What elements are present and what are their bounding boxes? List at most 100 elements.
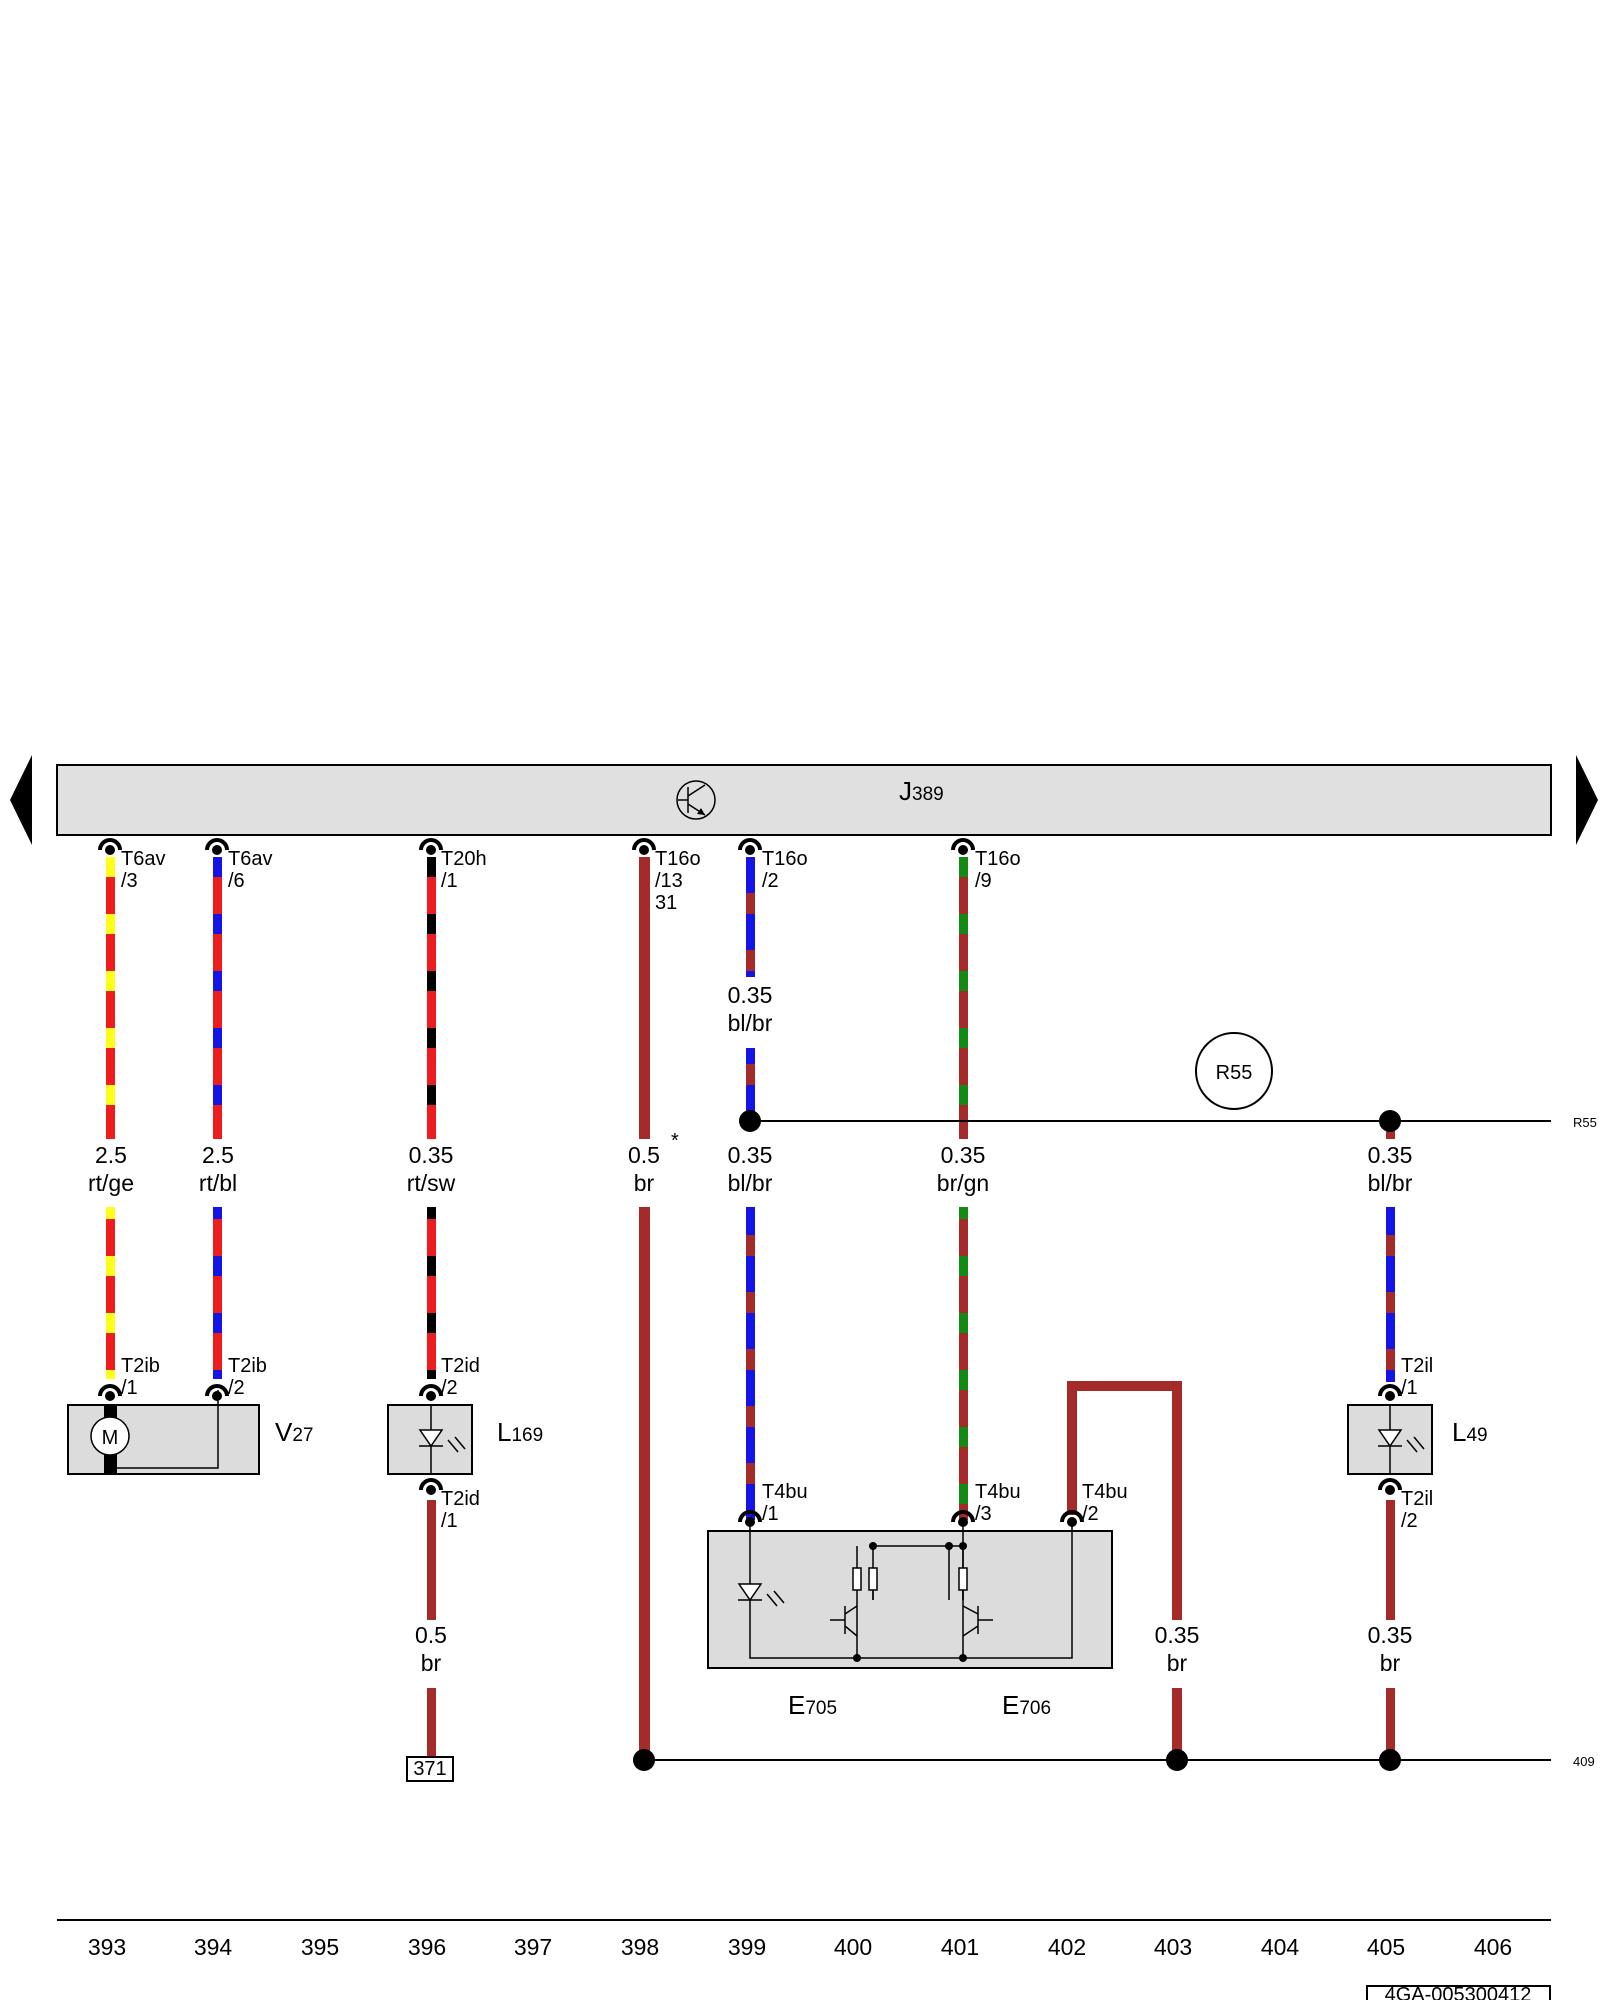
v27-label: V27	[275, 1417, 313, 1447]
column-number: 402	[1048, 1934, 1086, 1960]
wire-color: rt/sw	[407, 1170, 456, 1196]
connector-pin: /1	[441, 1510, 458, 1532]
wire-401-top	[959, 857, 968, 1139]
control-unit-j389	[56, 764, 1552, 836]
led-icon	[737, 1583, 785, 1607]
wire-size: 0.35	[1155, 1622, 1200, 1648]
wire-color: rt/bl	[199, 1170, 237, 1196]
connector-pin: /1	[1401, 1377, 1418, 1399]
wire-405-lower-a	[1386, 1500, 1395, 1620]
connector-symbol-icon	[98, 1384, 229, 1401]
wire-size: 0.35	[941, 1142, 986, 1168]
wire-color: br	[634, 1170, 655, 1196]
connector-label: T2il	[1401, 1488, 1433, 1510]
connector-label: T20h	[441, 848, 487, 870]
column-number: 403	[1154, 1934, 1192, 1960]
connector-label: T4bu	[975, 1481, 1021, 1503]
wire-399-mid	[746, 1048, 755, 1121]
connector-label: T2ib	[121, 1355, 160, 1377]
ground-dot-403	[1166, 1749, 1188, 1771]
column-number: 399	[728, 1934, 766, 1960]
wire-405-bottom	[1386, 1207, 1395, 1382]
column-number: 393	[88, 1934, 126, 1960]
column-number-row: 393 394 395 396 397 398 399 400 401 402 …	[88, 1934, 1512, 1960]
wire-size: 0.35	[409, 1142, 454, 1168]
wire-size: 2.5	[95, 1142, 127, 1168]
r55-reference-circle	[1195, 1032, 1273, 1110]
column-number: 395	[301, 1934, 339, 1960]
connector-label: T6av	[121, 848, 165, 870]
e705-label: E705	[788, 1690, 837, 1720]
component-e705-e706	[707, 1530, 1113, 1669]
l169-label: L169	[497, 1417, 543, 1447]
connector-label: T4bu	[1082, 1481, 1128, 1503]
wire-393-bottom	[106, 1207, 115, 1379]
right-page-arrow-icon	[1576, 755, 1598, 845]
connector-pin: /1	[441, 870, 458, 892]
wire-color: br/gn	[937, 1170, 989, 1196]
l49-label: L49	[1452, 1417, 1488, 1447]
wire-393-top	[106, 857, 115, 1139]
wire-size: 0.35	[728, 1142, 773, 1168]
wire-398-bottom	[639, 1207, 650, 1760]
wire-size: 0.5	[415, 1622, 447, 1648]
wire-size: 0.35	[728, 982, 773, 1008]
connector-label: T2ib	[228, 1355, 267, 1377]
connector-pin: /2	[228, 1377, 245, 1399]
connector-extra: 31	[655, 892, 677, 914]
document-id: 4GA-005300412	[1385, 1984, 1532, 2000]
wire-398-top	[639, 857, 650, 1139]
document-id-box	[1366, 1985, 1551, 2000]
motor-icon	[90, 1416, 130, 1456]
column-number: 398	[621, 1934, 659, 1960]
e706-label: E706	[1002, 1690, 1051, 1720]
wire-396-lower-a	[427, 1500, 436, 1620]
column-number: 394	[194, 1934, 233, 1960]
wire-color: rt/ge	[88, 1170, 134, 1196]
wire-color: br	[421, 1650, 442, 1676]
connector-pin: /6	[228, 870, 245, 892]
wire-399-top	[746, 857, 755, 977]
wire-color: bl/br	[728, 1010, 773, 1036]
connector-label: T2id	[441, 1355, 480, 1377]
wire-size: 0.5	[628, 1142, 660, 1168]
transistor-symbol-icon	[676, 780, 716, 820]
transistor-icon	[830, 1605, 993, 1637]
wire-401-bottom	[959, 1207, 968, 1520]
column-number: 396	[408, 1934, 446, 1960]
connector-label: T16o	[975, 848, 1021, 870]
wire-color: bl/br	[728, 1170, 773, 1196]
column-number: 404	[1261, 1934, 1300, 1960]
connector-label: T6av	[228, 848, 272, 870]
connector-pin: /1	[762, 1503, 779, 1525]
connector-symbol-icon	[419, 1384, 443, 1495]
wire-note: *	[671, 1130, 679, 1152]
connector-label: T4bu	[762, 1481, 808, 1503]
connector-pin: /3	[121, 870, 138, 892]
wire-size: 2.5	[202, 1142, 234, 1168]
junction-dot	[853, 1542, 967, 1662]
r55-edge-label: R55	[1573, 1115, 1597, 1130]
left-page-arrow-icon	[10, 755, 32, 845]
wire-color: br	[1167, 1650, 1188, 1676]
led-icon	[418, 1405, 466, 1474]
motor-symbol-label: M	[102, 1427, 119, 1449]
wire-color: bl/br	[1368, 1170, 1413, 1196]
reference-box-371	[406, 1756, 454, 1782]
connector-pin: /2	[1082, 1503, 1099, 1525]
wire-396-lower-b	[427, 1688, 436, 1758]
wire-405-lower-b	[1386, 1688, 1395, 1760]
connector-pin: /1	[121, 1377, 138, 1399]
wire-394-bottom	[213, 1207, 222, 1379]
junction-dot-399	[739, 1110, 761, 1132]
wire-size: 0.35	[1368, 1622, 1413, 1648]
connector-pin: /2	[441, 1377, 458, 1399]
wire-color: br	[1380, 1650, 1401, 1676]
connector-symbol-icon	[1378, 1384, 1402, 1495]
ground-dot-398	[633, 1749, 655, 1771]
ref-409-edge-label: 409	[1573, 1754, 1595, 1769]
wire-402-403-loop	[1067, 1381, 1182, 1620]
connector-symbol-icon	[98, 838, 975, 855]
connector-pin: /13	[655, 870, 683, 892]
